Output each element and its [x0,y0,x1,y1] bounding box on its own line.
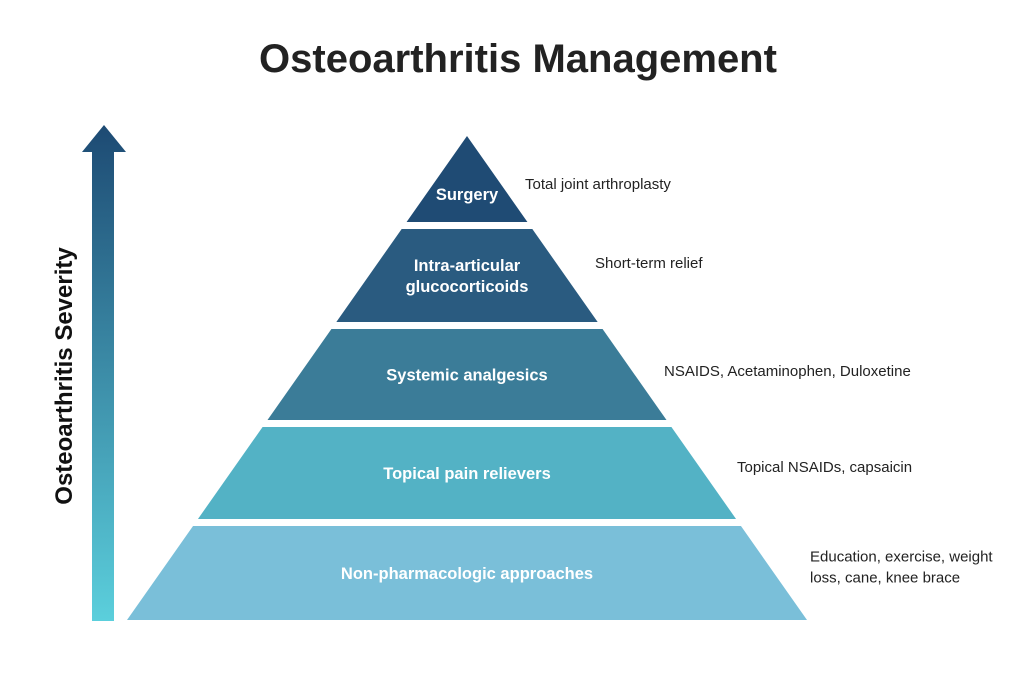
tier-label: Topical pain relievers [383,465,551,483]
pyramid: Surgery Total joint arthroplastyIntra-art… [127,136,993,620]
tier-label: Non-pharmacologic approaches [341,565,593,583]
tier-label: Surgery [436,186,499,204]
tier-surgery: Surgery Total joint arthroplasty [406,136,671,222]
tier-description: Topical NSAIDs, capsaicin [737,459,912,476]
page-title: Osteoarthritis Management [259,37,777,81]
tier-shape [127,526,807,620]
tier-shape [406,136,528,222]
tier-description: Education, exercise, weight [810,549,993,566]
severity-arrow [82,125,126,621]
tier-label: Systemic analgesics [386,367,547,385]
tier-description: Short-term relief [595,255,703,272]
tier-shape [336,229,598,322]
tier-non-pharmacologic-approaches: Non-pharmacologic approaches Education, e… [127,526,993,620]
tier-systemic-analgesics: Systemic analgesics NSAIDS, Acetaminophen… [267,329,911,420]
severity-axis-label: Osteoarthritis Severity [51,247,78,505]
tier-intra-articular-glucocorticoids: Intra-articular glucocorticoids Short-term… [336,229,703,322]
tier-label: Intra-articular [414,257,521,275]
tier-description: loss, cane, knee brace [810,570,960,587]
tier-shape [197,427,737,519]
tier-description: NSAIDS, Acetaminophen, Duloxetine [664,363,911,380]
tier-label: glucocorticoids [406,278,529,296]
tier-shape [267,329,667,420]
tier-topical-pain-relievers: Topical pain relievers Topical NSAIDs, ca… [197,427,912,519]
tier-description: Total joint arthroplasty [525,176,671,193]
